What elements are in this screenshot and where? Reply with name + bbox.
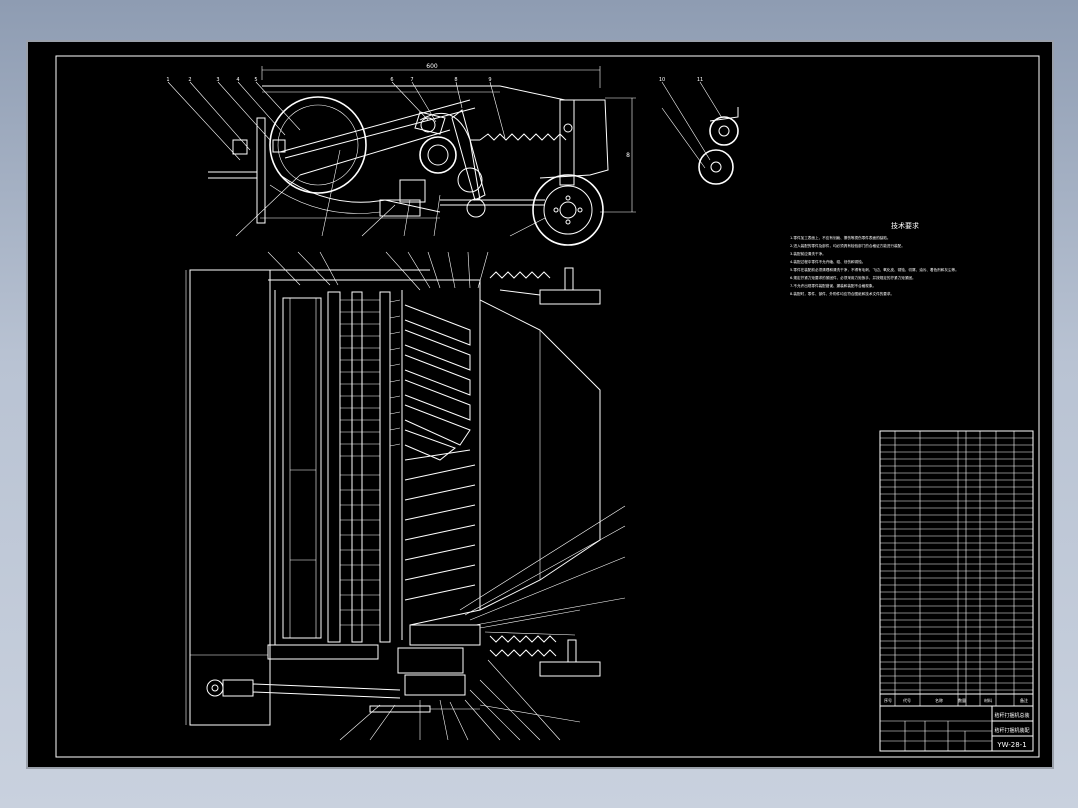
detail-view: 10 11 [659,77,739,185]
balloons-top-left: 1 2 3 4 5 [166,77,257,83]
header-name: 名称 [935,697,943,703]
tech-req-item-4: 4.装配过程中零件不允许磕、碰、划伤和锈蚀。 [790,259,865,264]
parts-list: 序号 代号 名称 数量 材料 备注 [879,430,1034,707]
balloon-6: 6 [390,77,393,83]
title-drawing-name: 秸秆打捆机装配 [994,727,1029,734]
balloon-8: 8 [454,77,457,83]
title-assembly-name: 秸秆打捆机总装 [994,712,1029,719]
header-qty: 数量 [958,697,966,703]
balloons-top-mid: 6 7 8 9 [390,77,491,83]
technical-requirements: 技术要求 1.零件加工表面上，不应有划痕、擦伤等损伤零件表面的缺陷。 2.进入装… [790,221,959,296]
balloon-10: 10 [659,77,665,83]
tech-req-item-7: 7.不允许出现零件装配错误、漏装和装配不合格现象。 [790,283,876,288]
balloon-3: 3 [216,77,219,83]
tech-req-item-5: 5.零件在装配前必须清理和清洗干净，不得有毛刺、飞边、氧化皮、锈蚀、切屑、油污、… [790,267,959,272]
tech-req-item-2: 2.进入装配的零件及部件，均必须具有检验部门的合格证方能进行装配。 [790,243,905,248]
title-block: 秸秆打捆机总装 秸秆打捆机装配 YW-28-1 [879,705,1034,752]
drawing-number: YW-28-1 [996,741,1026,749]
tech-req-item-3: 3.装配前应清洗干净。 [790,251,826,256]
dim-side-height: 8 [626,152,630,159]
side-view: 600 8 [167,63,636,246]
tech-req-item-8: 8.装配时，零件、部件、外购件均应符合图纸和技术文件的要求。 [790,291,894,296]
tech-req-item-6: 6.规定拧紧力矩要求的紧固件，必须采用力矩扳手，并按规定的拧紧力矩紧固。 [790,275,916,280]
balloon-5: 5 [254,77,257,83]
balloon-4: 4 [236,77,239,83]
header-code: 代号 [903,697,911,703]
header-material: 材料 [984,697,992,703]
balloon-9: 9 [488,77,491,83]
balloon-7: 7 [410,77,413,83]
drawing-frame [55,55,1040,758]
balloon-11: 11 [697,77,703,83]
header-remark: 备注 [1020,697,1028,703]
plan-view [185,251,626,741]
balloon-2: 2 [188,77,191,83]
header-no: 序号 [884,697,892,703]
dim-top-width: 600 [426,63,438,70]
tech-req-item-1: 1.零件加工表面上，不应有划痕、擦伤等损伤零件表面的缺陷。 [790,235,890,240]
balloon-1: 1 [166,77,169,83]
tech-req-title: 技术要求 [891,221,919,230]
